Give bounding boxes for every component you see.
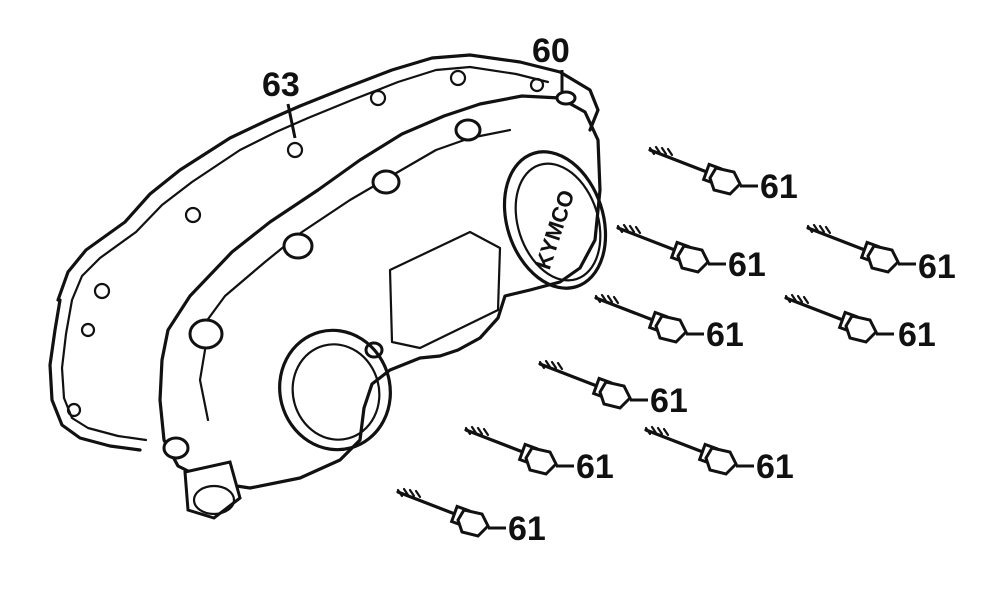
bolt — [648, 145, 758, 196]
kick-shaft — [183, 460, 242, 520]
cover-recess — [388, 230, 502, 350]
gasket-bolt-holes — [66, 69, 545, 418]
cover-bosses — [162, 118, 482, 460]
callout-61: 61 — [706, 316, 744, 354]
callout-61: 61 — [760, 168, 798, 206]
logo-boss: KYMCO — [502, 150, 608, 290]
callout-61: 61 — [756, 448, 794, 486]
bolts — [396, 145, 916, 538]
bolt — [644, 425, 754, 476]
bolt — [784, 293, 894, 344]
bolt — [464, 425, 574, 476]
crankcase-cover-ridge — [198, 128, 512, 422]
bolt — [396, 487, 506, 538]
dowel-pin — [555, 70, 577, 106]
bolt — [538, 359, 648, 410]
crankcase-cover — [158, 94, 602, 490]
callout-61: 61 — [898, 316, 936, 354]
bolt — [806, 223, 916, 274]
bolt — [616, 223, 726, 274]
callout-60: 60 — [532, 32, 570, 70]
callout-61: 61 — [918, 248, 956, 286]
callout-63: 63 — [262, 66, 300, 104]
clutch-boss — [278, 328, 392, 452]
callout-61: 61 — [508, 510, 546, 548]
cover-logo: KYMCO — [530, 187, 579, 273]
callout-61: 61 — [576, 448, 614, 486]
gasket-leader — [286, 103, 297, 139]
callout-61: 61 — [728, 246, 766, 284]
callout-61: 61 — [650, 382, 688, 420]
bolt — [594, 293, 704, 344]
cover-gasket — [48, 53, 600, 452]
